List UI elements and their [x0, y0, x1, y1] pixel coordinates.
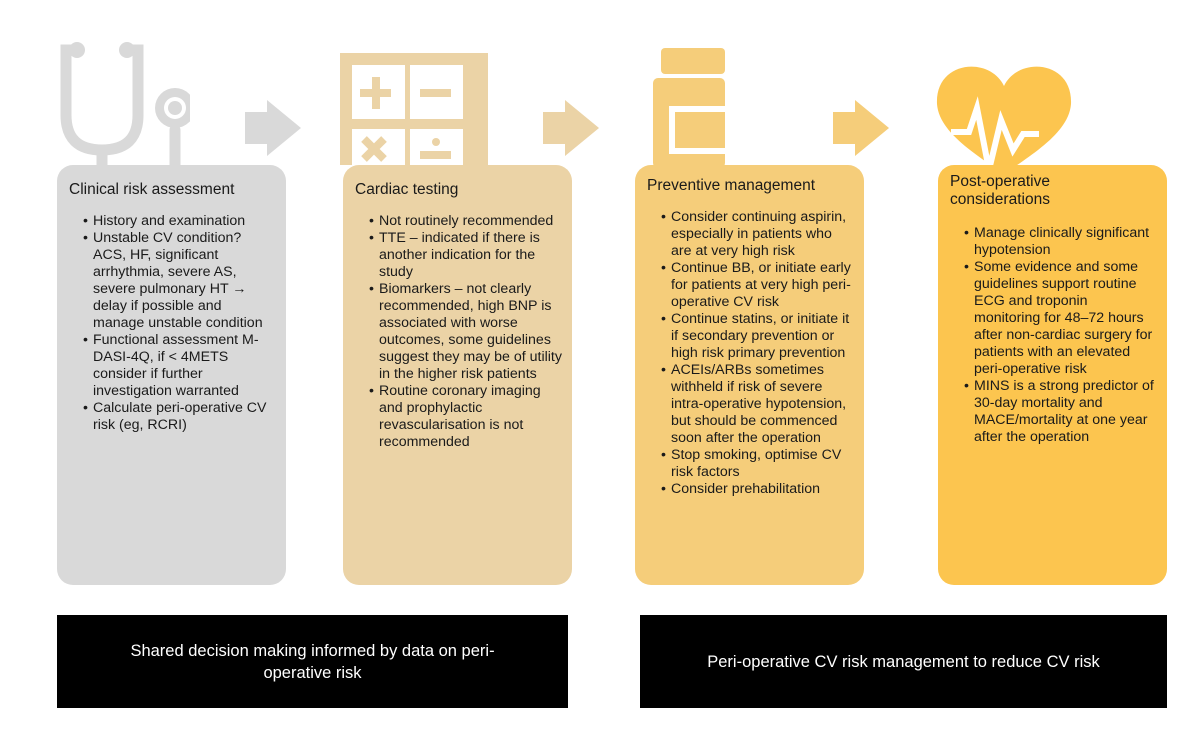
list-item: Routine coronary imaging and prophylacti…	[369, 383, 562, 451]
panel-title: Cardiac testing	[355, 181, 459, 198]
panel-preventive-management: Preventive management Consider continuin…	[635, 165, 864, 585]
banner-text: Shared decision making informed by data …	[130, 641, 495, 682]
list-item: Calculate peri-operative CV risk (eg, RC…	[83, 400, 276, 434]
list-item: Unstable CV condition? ACS, HF, signific…	[83, 230, 276, 332]
list-item: Continue statins, or initiate it if seco…	[661, 311, 854, 362]
list-item: Consider prehabilitation	[661, 481, 854, 498]
list-item: Manage clinically significant hypotensio…	[964, 225, 1157, 259]
list-item: History and examination	[83, 213, 276, 230]
panel-title: Preventive management	[647, 177, 816, 194]
medicine-bottle-icon	[653, 48, 725, 168]
list-item: MINS is a strong predictor of 30-day mor…	[964, 378, 1157, 446]
panel-clinical-risk-assessment: Clinical risk assessment History and exa…	[57, 165, 286, 585]
list-item: Consider continuing aspirin, especially …	[661, 209, 854, 260]
arrow-right-icon	[543, 100, 599, 156]
list-item: Continue BB, or initiate early for patie…	[661, 260, 854, 311]
bullet-list: History and examination Unstable CV cond…	[69, 213, 276, 434]
risk-management-banner: Peri-operative CV risk management to red…	[640, 615, 1167, 708]
panel-cardiac-testing: Cardiac testing Not routinely recommende…	[343, 165, 572, 585]
list-item: Stop smoking, optimise CV risk factors	[661, 447, 854, 481]
bullet-list: Manage clinically significant hypotensio…	[950, 225, 1157, 446]
bullet-list: Not routinely recommended TTE – indicate…	[355, 213, 562, 451]
shared-decision-banner: Shared decision making informed by data …	[57, 615, 568, 708]
list-item: Functional assessment M-DASI-4Q, if < 4M…	[83, 332, 276, 400]
heart-pulse-icon	[936, 66, 1072, 168]
list-item: Not routinely recommended	[369, 213, 562, 230]
bullet-list: Consider continuing aspirin, especially …	[647, 209, 854, 498]
list-item: Some evidence and some guidelines suppor…	[964, 259, 1157, 378]
calculator-icon	[340, 53, 488, 165]
panel-title: Post-operative considerations	[950, 173, 1050, 208]
panel-post-operative-considerations: Post-operative considerations Manage cli…	[938, 165, 1167, 585]
arrow-right-icon	[245, 100, 301, 156]
banner-text: Peri-operative CV risk management to red…	[707, 652, 1100, 671]
panel-title: Clinical risk assessment	[69, 181, 235, 198]
stethoscope-icon	[60, 42, 190, 170]
list-item: TTE – indicated if there is another indi…	[369, 230, 562, 281]
arrow-right-icon	[833, 100, 889, 156]
list-item: ACEIs/ARBs sometimes withheld if risk of…	[661, 362, 854, 447]
list-item: Biomarkers – not clearly recommended, hi…	[369, 281, 562, 383]
